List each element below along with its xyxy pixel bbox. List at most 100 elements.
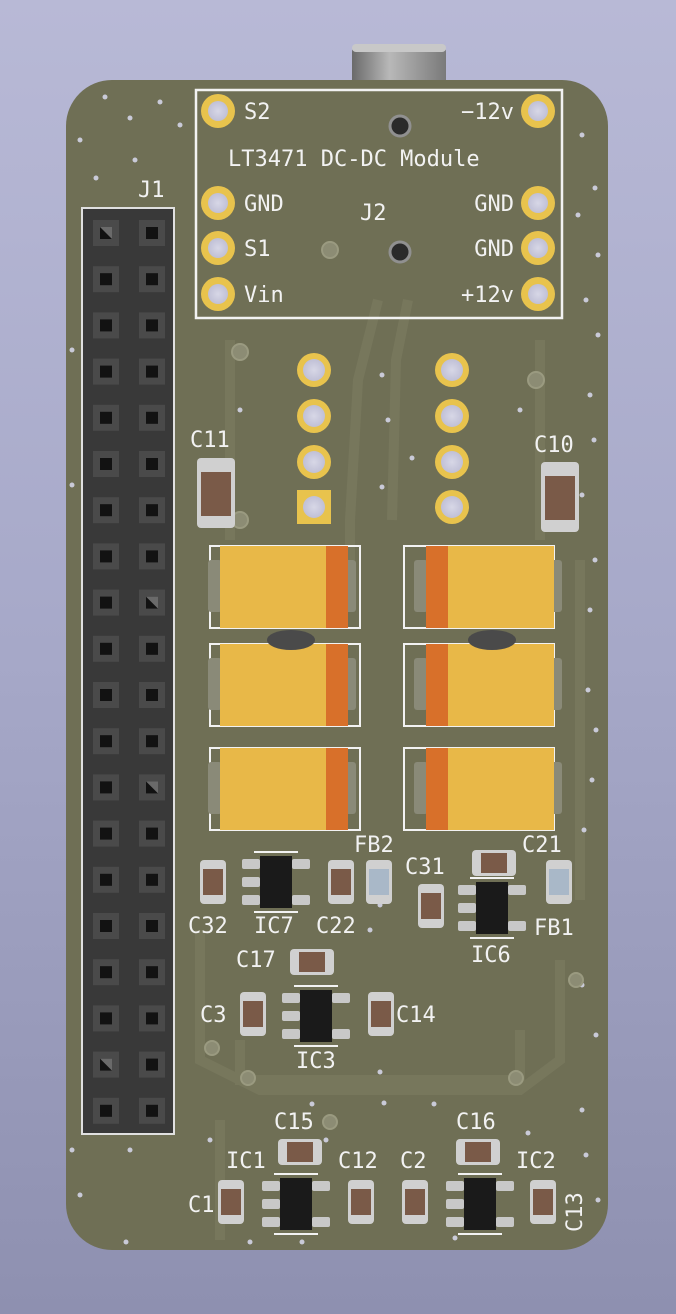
- fb2-ref: FB2: [354, 833, 394, 858]
- j2-label-s2: S2: [244, 100, 271, 125]
- capacitor-c2: [402, 1180, 428, 1224]
- c1-ref: C1: [188, 1193, 215, 1218]
- ic3: [282, 985, 350, 1047]
- j1-ref: J1: [138, 178, 165, 203]
- pin-header-left: [297, 353, 331, 524]
- j1-pin: [93, 774, 119, 801]
- j1-pin: [93, 543, 119, 570]
- j2-pad: [201, 186, 235, 220]
- capacitor-c1: [218, 1180, 244, 1224]
- j1-pin: [139, 358, 165, 385]
- j1-pin: [139, 543, 165, 570]
- j2-ref: J2: [360, 201, 387, 226]
- j1-pin: [93, 451, 119, 477]
- j1-pin: [139, 866, 165, 893]
- j1-pin: [139, 312, 165, 339]
- c13-ref: C13: [563, 1192, 588, 1232]
- j2-pad: [521, 277, 555, 311]
- j1-pin: [93, 959, 119, 986]
- j1-pin: [93, 682, 119, 708]
- j1-pin: [139, 1097, 165, 1124]
- header-j1: J1: [81, 178, 175, 1135]
- c3-ref: C3: [200, 1003, 227, 1028]
- j2-pad: [521, 231, 555, 265]
- j1-pin: [93, 1097, 119, 1124]
- j1-pin: [93, 266, 119, 293]
- j1-pin: [139, 728, 165, 755]
- j1-pin: [93, 404, 119, 431]
- c16-ref: C16: [456, 1110, 496, 1135]
- pin-header-right: [435, 353, 469, 524]
- j1-pin: [139, 220, 165, 246]
- j1-pin: [93, 220, 119, 246]
- j2-label-s1: S1: [244, 237, 271, 262]
- j1-pin: [93, 728, 119, 755]
- j1-pin: [93, 312, 119, 339]
- j2-pad: [521, 94, 555, 128]
- j1-pin: [93, 913, 119, 939]
- solder-dome: [267, 630, 315, 650]
- ic6-ref: IC6: [471, 943, 511, 968]
- ic1: [262, 1173, 330, 1235]
- c10-ref: C10: [534, 433, 574, 458]
- capacitor-c14: [368, 992, 394, 1036]
- solder-dome: [468, 630, 516, 650]
- j1-pin: [93, 820, 119, 847]
- j1-pin: [139, 1005, 165, 1032]
- j2-pad: [201, 277, 235, 311]
- j1-pin: [139, 913, 165, 939]
- j1-pin: [93, 866, 119, 893]
- connector-j2: LT3471 DC-DC Module J2 S2 GND S1 Vin −12…: [194, 88, 564, 320]
- j1-pin: [139, 820, 165, 847]
- board-title: LT3471 DC-DC Module: [228, 147, 480, 172]
- ic6: [458, 877, 526, 939]
- c2-ref: C2: [400, 1149, 427, 1174]
- j1-pin: [93, 358, 119, 385]
- capacitor-c3: [240, 992, 266, 1036]
- c22-ref: C22: [316, 914, 356, 939]
- capacitor-c12: [348, 1180, 374, 1224]
- j1-pin: [139, 404, 165, 431]
- plated-vias: [204, 241, 584, 1130]
- j1-pin: [93, 1005, 119, 1032]
- capacitor-c11: C11: [190, 428, 235, 528]
- j1-pin: [139, 266, 165, 293]
- j1-pin: [139, 1051, 165, 1078]
- capacitor-c10: C10: [534, 433, 579, 532]
- capacitor-c22: [328, 860, 354, 904]
- j1-pin: [93, 589, 119, 616]
- tantalum-capacitor: [403, 747, 562, 831]
- tantalum-capacitor: [403, 643, 562, 727]
- ic2-ref: IC2: [516, 1149, 556, 1174]
- ic7-ref: IC7: [254, 914, 294, 939]
- c17-ref: C17: [236, 948, 276, 973]
- capacitor-c15: [278, 1139, 322, 1165]
- j1-pin: [139, 635, 165, 662]
- ferrite-bead-fb1: [546, 860, 572, 904]
- tantalum-capacitor: [403, 545, 562, 629]
- tantalum-capacitor: [208, 643, 361, 727]
- j1-pin: [93, 1051, 119, 1078]
- j2-label-gnd-right-2: GND: [474, 237, 514, 262]
- c31-ref: C31: [405, 855, 445, 880]
- mounting-hole: [388, 114, 412, 138]
- j2-pad: [201, 94, 235, 128]
- c32-ref: C32: [188, 914, 228, 939]
- capacitor-c13: [530, 1180, 556, 1224]
- c11-ref: C11: [190, 428, 230, 453]
- j2-label-minus-12v: −12v: [461, 100, 514, 125]
- c12-ref: C12: [338, 1149, 378, 1174]
- j2-label-vin: Vin: [244, 283, 284, 308]
- j1-pin: [139, 497, 165, 524]
- ic7: [242, 851, 310, 913]
- capacitor-c32: [200, 860, 226, 904]
- mounting-hole: [388, 240, 412, 264]
- j2-label-gnd: GND: [244, 192, 284, 217]
- tantalum-capacitor: [208, 545, 361, 629]
- vias: [69, 94, 601, 1245]
- ic1-ref: IC1: [226, 1149, 266, 1174]
- j1-pin: [139, 959, 165, 986]
- j1-pin: [93, 497, 119, 524]
- j2-pad: [521, 186, 555, 220]
